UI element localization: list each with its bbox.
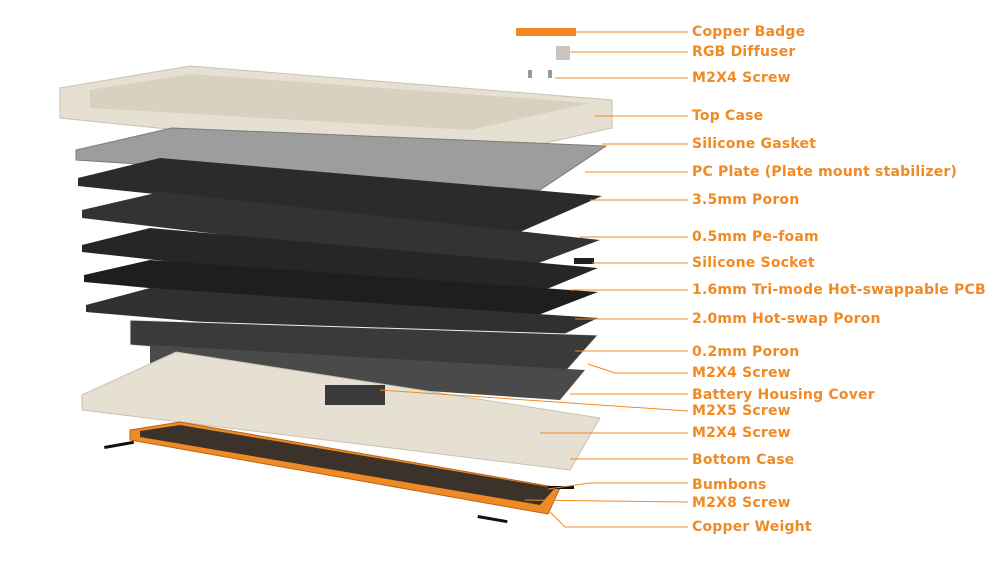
rgb-diffuser — [556, 46, 570, 60]
label-m2x4-screw-top: M2X4 Screw — [692, 70, 791, 86]
label-pcb: 1.6mm Tri-mode Hot-swappable PCB — [692, 282, 986, 298]
leader-lines — [379, 31, 689, 528]
label-battery-housing-cover: Battery Housing Cover — [692, 387, 875, 403]
label-m2x4-screw-bottom: M2X4 Screw — [692, 425, 791, 441]
battery-plate — [150, 345, 585, 400]
bumbon — [103, 440, 135, 449]
bottom-case — [81, 351, 601, 471]
label-hot-swap-poron: 2.0mm Hot-swap Poron — [692, 311, 881, 327]
label-silicone-gasket: Silicone Gasket — [692, 136, 817, 152]
label-rgb-diffuser: RGB Diffuser — [692, 44, 796, 60]
top-case-inner — [90, 74, 590, 130]
bumbon — [477, 515, 508, 524]
silicone-socket — [574, 258, 594, 264]
battery-housing-cover — [325, 385, 385, 405]
label-poron-0-2mm: 0.2mm Poron — [692, 344, 800, 360]
screw-top-2 — [548, 70, 552, 78]
label-pe-foam: 0.5mm Pe-foam — [692, 229, 819, 245]
pc-plate — [75, 127, 608, 191]
label-copper-weight: Copper Weight — [692, 519, 812, 535]
label-bottom-case: Bottom Case — [692, 452, 795, 468]
label-copper-badge: Copper Badge — [692, 24, 806, 40]
label-m2x8-screw: M2X8 Screw — [692, 495, 791, 511]
copper-weight-top — [140, 425, 555, 505]
label-top-case: Top Case — [692, 108, 764, 124]
label-bumbons: Bumbons — [692, 477, 767, 493]
label-m2x5-screw: M2X5 Screw — [692, 403, 791, 419]
screw-top-1 — [528, 70, 532, 78]
poron-3-5mm — [78, 158, 602, 232]
label-poron-3-5mm: 3.5mm Poron — [692, 192, 800, 208]
copper-badge — [516, 28, 576, 36]
label-pc-plate: PC Plate (Plate mount stabilizer) — [692, 164, 958, 180]
pcb — [84, 260, 598, 322]
label-silicone-socket: Silicone Socket — [692, 255, 815, 271]
pe-foam — [82, 192, 600, 270]
label-m2x4-screw-mid: M2X4 Screw — [692, 365, 791, 381]
socket-layer — [82, 228, 598, 300]
